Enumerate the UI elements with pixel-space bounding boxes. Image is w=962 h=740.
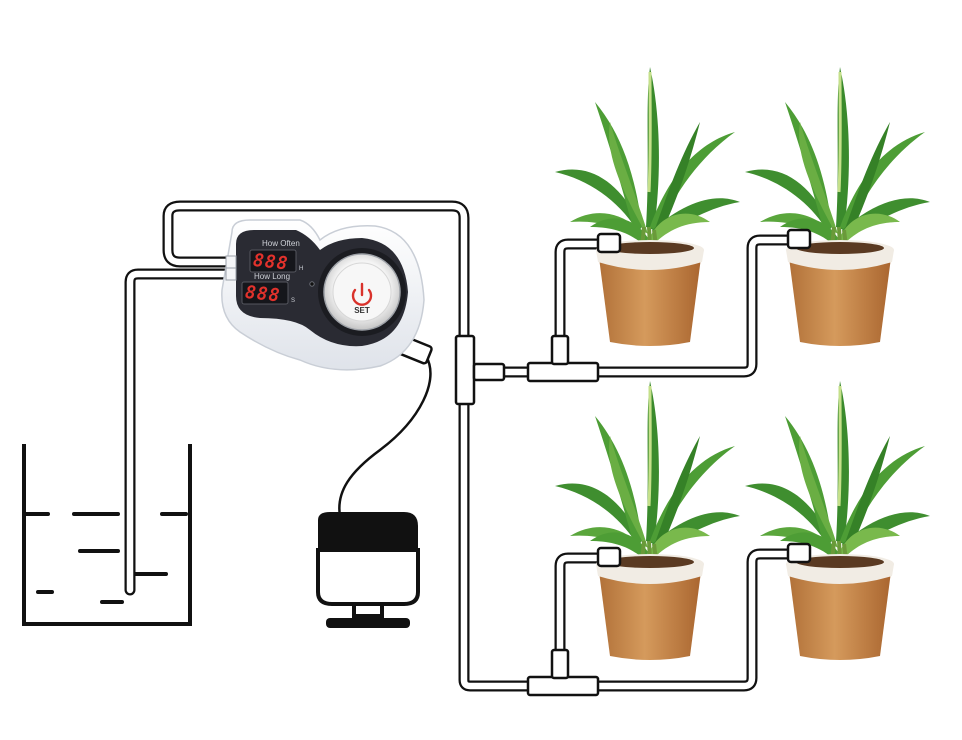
plant-bottom-left: [553, 379, 742, 662]
timer-controller: How Often How Long 888 H 888 S SET: [221, 219, 425, 371]
set-button[interactable]: SET: [318, 248, 406, 336]
status-led: [309, 281, 315, 287]
drip-heads: [596, 228, 812, 568]
plant-top-left: [553, 65, 742, 348]
how-long-unit: S: [291, 298, 295, 304]
water-level-marks: [24, 512, 188, 604]
plant-bottom-right: [743, 379, 932, 662]
power-icon: [351, 282, 373, 306]
how-often-display: 888: [252, 250, 290, 275]
how-often-display-frame: [249, 249, 297, 273]
tubing: [124, 200, 806, 692]
how-often-label: How Often: [262, 239, 300, 248]
tee-connectors: [454, 334, 600, 697]
pump: [316, 512, 420, 628]
plant-top-right: [743, 65, 932, 348]
set-button-label: SET: [354, 306, 370, 315]
how-long-display-frame: [241, 281, 289, 305]
how-often-unit: H: [299, 266, 303, 272]
how-long-label: How Long: [254, 272, 290, 281]
water-container: [22, 444, 192, 626]
how-long-display: 888: [244, 282, 282, 307]
